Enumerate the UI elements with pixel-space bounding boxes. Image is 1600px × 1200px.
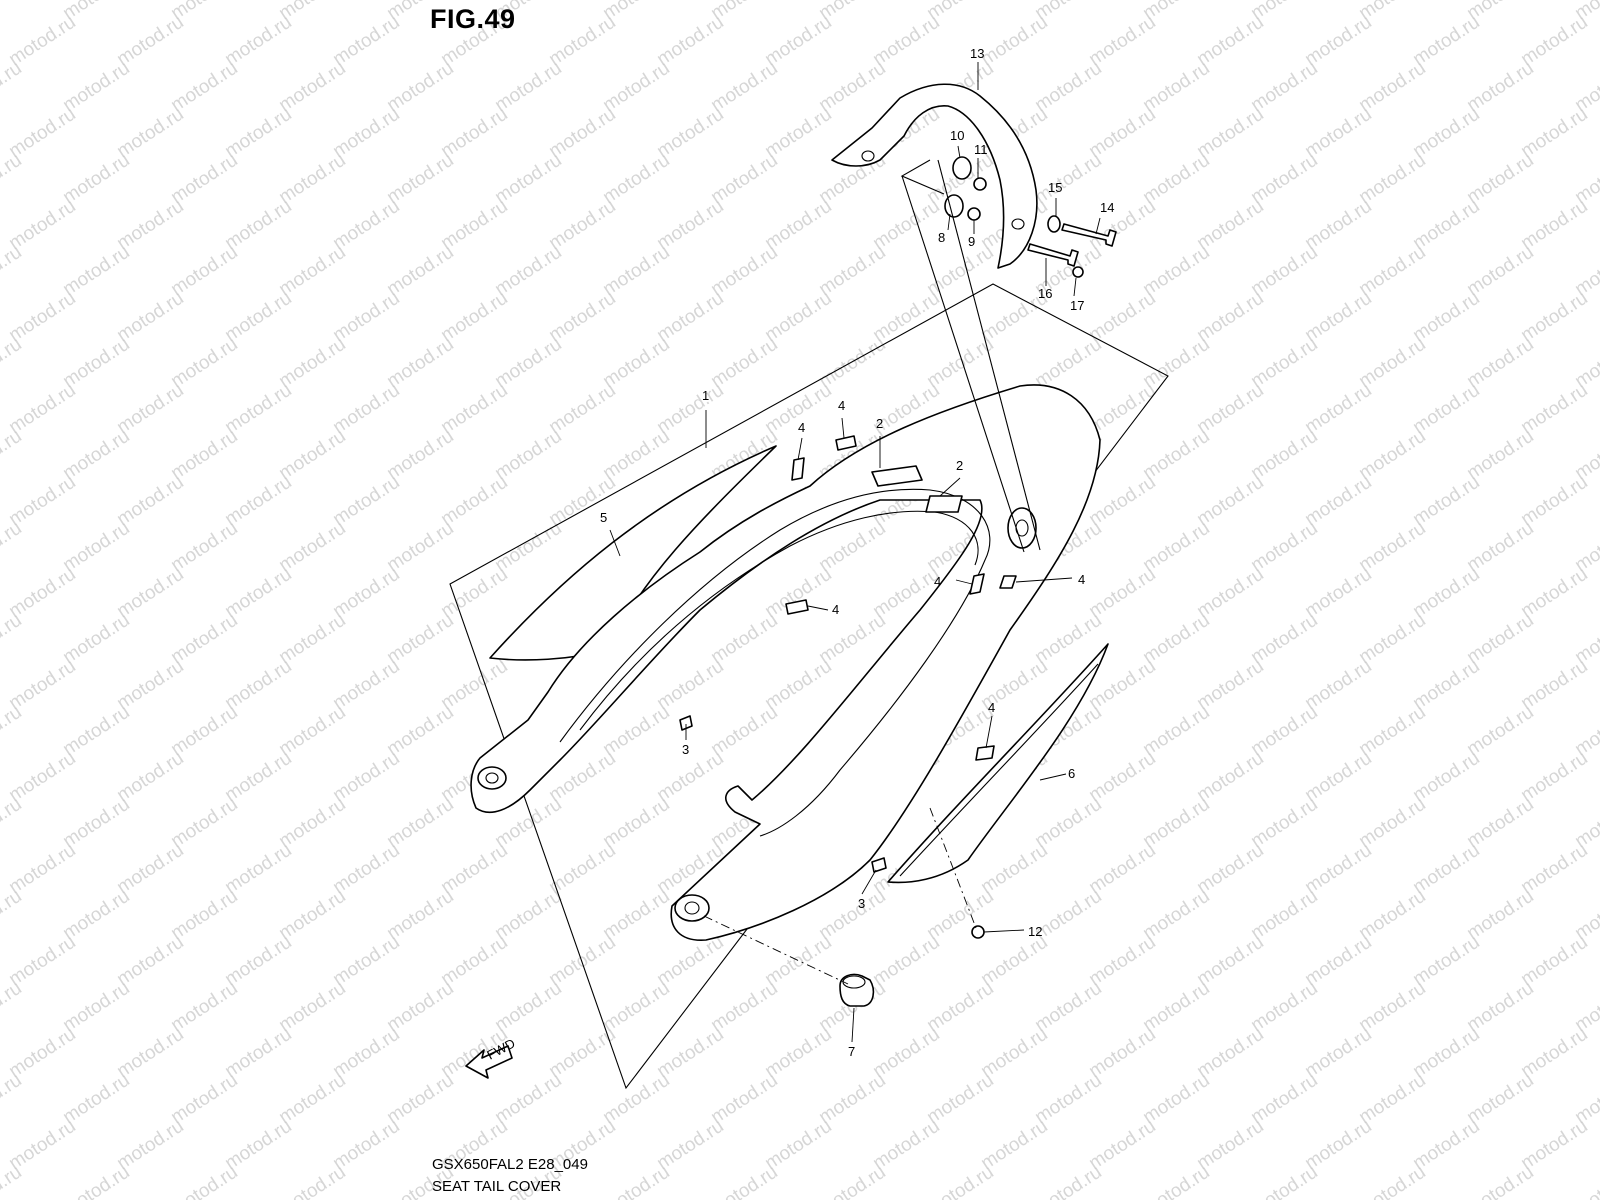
callout-c15: 15 <box>1048 180 1062 195</box>
callout-c4c: 4 <box>832 602 839 617</box>
callout-c7: 7 <box>848 1044 855 1059</box>
model-code: GSX650FAL2 E28_049 <box>432 1156 588 1173</box>
guide-line-clip <box>929 807 977 929</box>
watermark-text: motod.ru <box>1247 1162 1321 1200</box>
callout-c11: 11 <box>974 142 988 157</box>
callout-c12: 12 <box>1028 924 1042 939</box>
mount-eye-right-hole <box>684 901 700 915</box>
callout-c4e: 4 <box>1078 572 1085 587</box>
watermark-text: motod.ru <box>707 1162 781 1200</box>
watermark-text: motod.ru <box>1031 1162 1105 1200</box>
part-4-pad-d <box>969 573 985 595</box>
watermark-text: motod.ru <box>815 1162 889 1200</box>
watermark-text: motod.ru <box>275 1162 349 1200</box>
part-2-pad-b <box>925 495 963 513</box>
part-2-pad-a <box>871 465 923 487</box>
part-8-grommet <box>944 194 964 218</box>
leader-lines <box>609 62 1101 1043</box>
grab-rail-bolt-hole-a <box>861 150 875 162</box>
part-6-decal-edge <box>899 663 1099 877</box>
watermark-text: motod.ru <box>59 1162 133 1200</box>
part-4-pad-f <box>975 745 995 761</box>
figure-title: FIG.49 <box>430 4 516 34</box>
fwd-arrow-icon <box>465 1045 513 1079</box>
part-15-washer <box>1047 215 1061 233</box>
callout-c17: 17 <box>1070 298 1084 313</box>
part-4-pad-b <box>835 435 857 451</box>
watermark-text: motod.ru <box>1463 1162 1537 1200</box>
guide-line-rail-top <box>900 159 945 195</box>
callout-c6: 6 <box>1068 766 1075 781</box>
watermark-text: motod.ru <box>1139 1162 1213 1200</box>
callout-c2a: 2 <box>876 416 883 431</box>
part-11-collar <box>973 177 987 191</box>
callout-c3b: 3 <box>858 896 865 911</box>
callout-c9: 9 <box>968 234 975 249</box>
callout-c1: 1 <box>702 388 709 403</box>
callout-c16: 16 <box>1038 286 1052 301</box>
grab-rail-socket <box>1007 507 1037 549</box>
callout-c4d: 4 <box>934 574 941 589</box>
part-1-seat-tail-cover <box>470 384 1101 941</box>
assembly-boundary <box>449 283 1169 1090</box>
grab-rail-bolt-hole-b <box>1011 218 1025 230</box>
part-10-grommet <box>952 156 972 180</box>
watermark-text: motod.ru <box>923 1162 997 1200</box>
callout-c3a: 3 <box>682 742 689 757</box>
part-4-pad-a <box>791 457 805 481</box>
tail-cover-inner-rim-2 <box>579 510 979 731</box>
part-16-bolt <box>1027 243 1079 267</box>
guide-line-rail-right <box>937 159 1041 551</box>
part-12-clip <box>971 925 985 939</box>
watermark-text: motod.ru <box>599 1162 673 1200</box>
watermark-text: motod.ru <box>1571 1162 1600 1200</box>
part-14-bolt <box>1061 223 1117 247</box>
callout-c4b: 4 <box>838 398 845 413</box>
callout-c8: 8 <box>938 230 945 245</box>
part-9-collar <box>967 207 981 221</box>
part-17-nut <box>1072 266 1084 278</box>
callout-c4a: 4 <box>798 420 805 435</box>
guide-line-cushion <box>703 915 849 985</box>
mount-eye-right <box>674 894 710 922</box>
tail-cover-inner-rim <box>559 488 991 837</box>
callout-c10: 10 <box>950 128 964 143</box>
mount-eye-left-hole <box>485 772 499 784</box>
figure-caption: SEAT TAIL COVER <box>432 1178 562 1195</box>
part-4-pad-c <box>785 599 809 615</box>
part-3-pad-b <box>871 857 887 873</box>
part-3-pad-a <box>679 715 693 731</box>
watermark-text: motod.ru <box>1355 1162 1429 1200</box>
callout-c2b: 2 <box>956 458 963 473</box>
part-13-grab-rail <box>831 83 1038 269</box>
callout-c5: 5 <box>600 510 607 525</box>
callout-c14: 14 <box>1100 200 1114 215</box>
part-4-pad-e <box>999 575 1017 589</box>
watermark-text: motod.ru <box>0 0 26 24</box>
mount-eye-left <box>477 766 507 790</box>
guide-line-rail-left <box>901 175 1025 553</box>
callout-c13: 13 <box>970 46 984 61</box>
callout-c4f: 4 <box>988 700 995 715</box>
watermark-text: motod.ru <box>167 1162 241 1200</box>
part-6-side-decal-right <box>887 643 1109 884</box>
